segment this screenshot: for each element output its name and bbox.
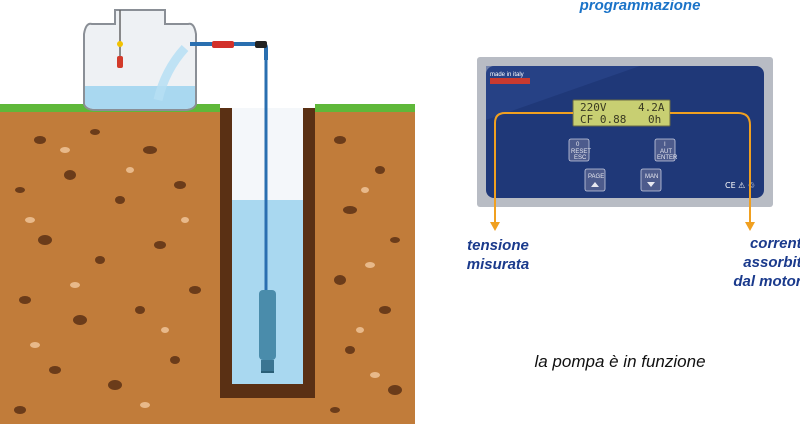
arrow-up-icon (591, 182, 599, 187)
certification-marks: CE ⚠ ♲ (725, 181, 755, 190)
callout-arrow-left-icon (490, 222, 500, 231)
svg-text:PAGE: PAGE (588, 174, 604, 180)
svg-text:ENTER: ENTER (657, 155, 678, 161)
current-label: corrente assorbita dal motore (733, 235, 800, 290)
control-panel: made in italy 220V 4.2A CF 0.88 0h 0 RES… (477, 57, 773, 207)
lcd-current: 4.2A (638, 101, 665, 114)
aut-enter-button[interactable]: I AUT ENTER (654, 138, 678, 162)
svg-text:MAN: MAN (645, 174, 658, 180)
voltage-label: tensione misurata (466, 237, 530, 273)
arrow-down-icon (647, 182, 655, 187)
lcd-cosphi: CF 0.88 (580, 113, 626, 126)
submersible-pump (259, 48, 276, 373)
callout-arrow-right-icon (745, 222, 755, 231)
soil-ground (0, 104, 415, 424)
svg-text:RESET: RESET (571, 149, 591, 155)
water-tank (83, 9, 197, 111)
reset-esc-button[interactable]: 0 RESET ESC (568, 138, 591, 162)
section-title: programmazione (579, 0, 701, 14)
svg-text:AUT: AUT (660, 149, 672, 155)
callout-lines (494, 112, 751, 224)
pump-status-text: la pompa è in funzione (534, 352, 706, 371)
svg-text:I: I (664, 142, 666, 148)
made-in-label: made in italy (490, 72, 524, 78)
lcd-voltage: 220V (580, 101, 607, 114)
page-button[interactable]: PAGE (584, 168, 606, 192)
lcd-hours: 0h (648, 113, 661, 126)
svg-text:0: 0 (576, 142, 580, 148)
man-button[interactable]: MAN (640, 168, 662, 192)
delivery-pipe (190, 41, 268, 60)
svg-text:ESC: ESC (574, 155, 587, 161)
